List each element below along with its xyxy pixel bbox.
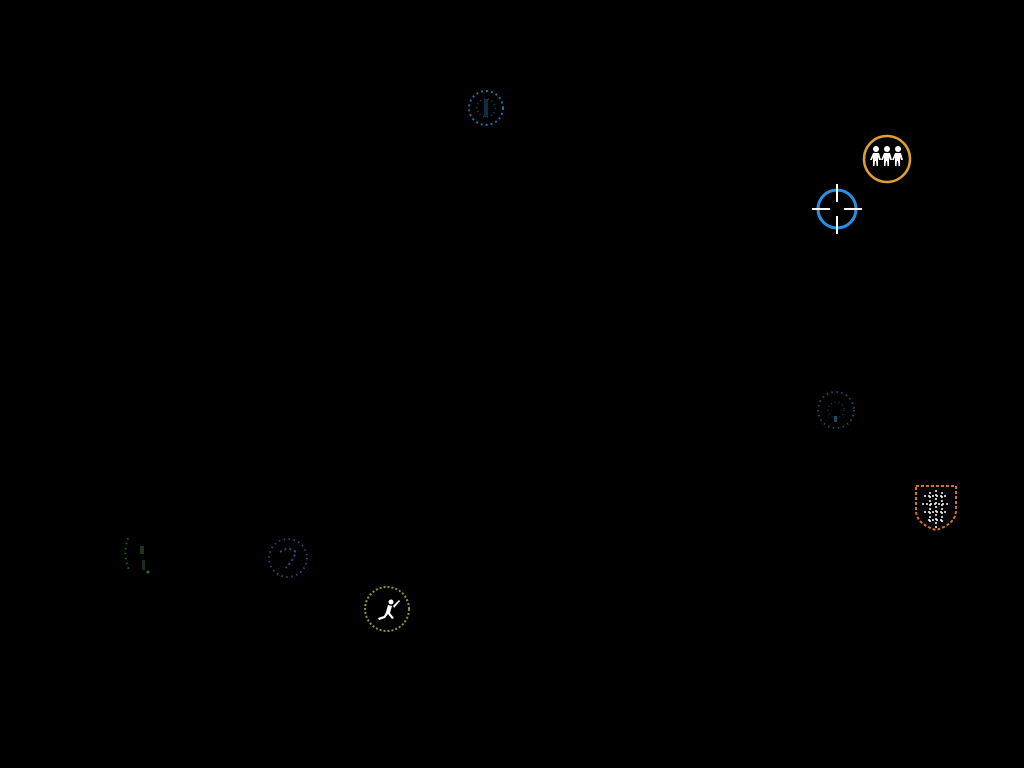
shield-marker[interactable] — [910, 482, 962, 534]
figure-icon — [364, 586, 410, 632]
dotted-circle-icon — [124, 537, 150, 574]
dotted-circle-marker-left[interactable] — [264, 534, 312, 582]
dotted-circle-icon — [817, 391, 855, 429]
dotted-circle-icon — [268, 538, 308, 578]
group-selection-marker[interactable] — [860, 132, 914, 186]
crosshair-target[interactable] — [810, 182, 864, 236]
shield-icon — [915, 485, 957, 532]
dotted-circle-marker-right[interactable] — [812, 386, 860, 434]
crosshair-icon — [812, 184, 862, 234]
dotted-circle-marker-top[interactable] — [464, 86, 508, 130]
group-icon — [862, 134, 912, 184]
dotted-circle-icon — [468, 90, 504, 126]
faint-marker-left[interactable] — [118, 530, 162, 580]
figure-marker[interactable] — [360, 582, 414, 636]
